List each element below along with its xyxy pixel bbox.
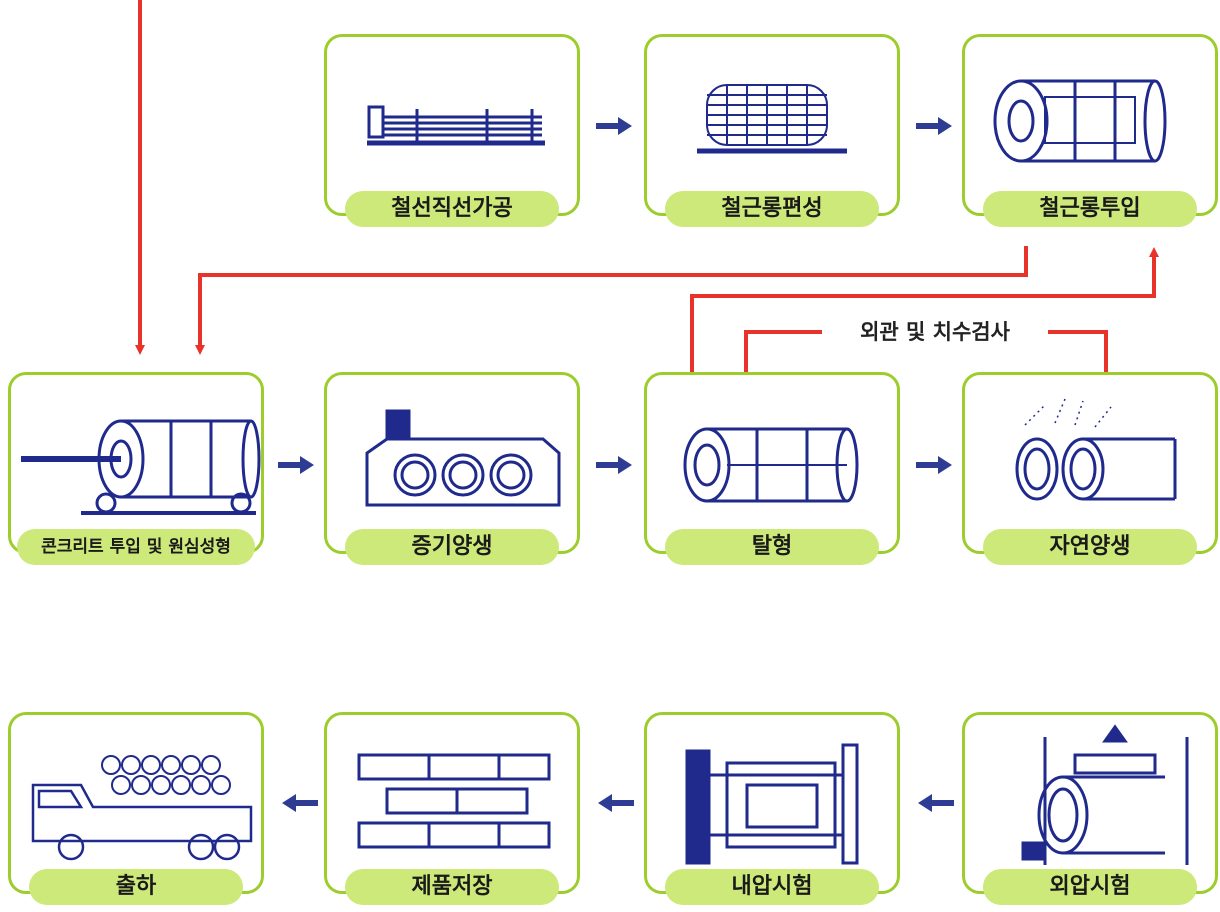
step-label: 내압시험 <box>665 869 879 905</box>
wire-straightening-illustration <box>367 105 545 146</box>
step-label: 증기양생 <box>345 529 559 565</box>
step-label: 탈형 <box>665 529 879 565</box>
external-pressure-test-illustration <box>1021 724 1189 865</box>
step-steam-curing: 증기양생 <box>324 372 580 565</box>
concrete-spinning-illustration <box>21 419 261 515</box>
demolding-illustration <box>683 427 859 503</box>
step-label: 출하 <box>29 869 243 905</box>
step-arrow-1 <box>596 117 632 135</box>
step-arrow-3 <box>278 456 314 474</box>
step-cage-insertion: 철근롱투입 <box>962 34 1218 227</box>
shipping-truck-illustration <box>31 755 253 861</box>
step-internal-pressure-test: 내압시험 <box>644 712 900 905</box>
step-cage-weaving: 철근롱편성 <box>644 34 900 227</box>
step-wire-straightening: 철선직선가공 <box>324 34 580 227</box>
cage-insertion-illustration <box>993 79 1167 163</box>
demold-to-cage-arrow <box>690 247 1159 372</box>
step-arrow-7 <box>598 794 634 812</box>
step-arrow-6 <box>918 794 954 812</box>
natural-curing-illustration <box>1015 398 1177 501</box>
step-natural-curing: 자연양생 <box>962 372 1218 565</box>
step-concrete-spinning: 콘크리트 투입 및 원심성형 <box>8 372 264 565</box>
step-arrow-2 <box>916 117 952 135</box>
inspection-note: 외관 및 치수검사 <box>822 312 1048 352</box>
step-arrow-8 <box>282 794 318 812</box>
step-shipping: 출하 <box>8 712 264 905</box>
internal-pressure-test-illustration <box>685 743 859 865</box>
step-label: 외압시험 <box>983 869 1197 905</box>
step-label: 철선직선가공 <box>345 191 559 227</box>
step-demolding: 탈형 <box>644 372 900 565</box>
step-external-pressure-test: 외압시험 <box>962 712 1218 905</box>
step-label: 철근롱편성 <box>665 191 879 227</box>
step-storage: 제품저장 <box>324 712 580 905</box>
cage-to-spinning-arrow <box>195 246 1028 355</box>
step-label: 자연양생 <box>983 529 1197 565</box>
storage-illustration <box>357 753 551 849</box>
step-label: 철근롱투입 <box>983 191 1197 227</box>
step-arrows <box>278 117 954 812</box>
steam-curing-illustration <box>365 409 561 507</box>
step-label: 콘크리트 투입 및 원심성형 <box>17 529 255 565</box>
step-arrow-5 <box>916 456 952 474</box>
cage-weaving-illustration <box>697 84 847 154</box>
step-label: 제품저장 <box>345 869 559 905</box>
step-arrow-4 <box>596 456 632 474</box>
